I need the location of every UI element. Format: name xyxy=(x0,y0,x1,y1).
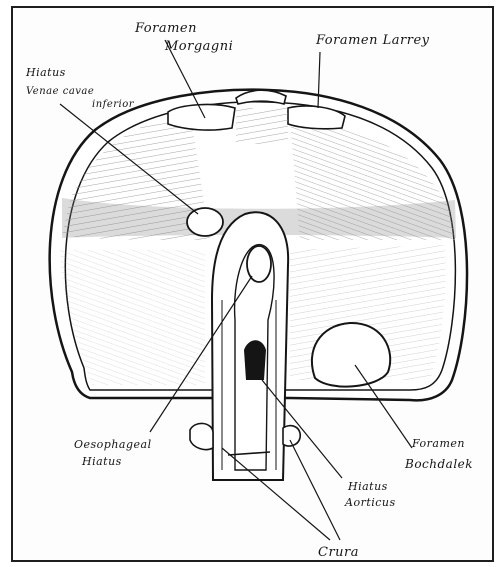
oesophageal-hiatus-opening xyxy=(247,246,271,282)
label-oesophageal-2: Hiatus xyxy=(81,455,122,468)
label-foramen-larrey: Foramen Larrey xyxy=(315,33,430,48)
label-foramen-bochdalek-2: Bochdalek xyxy=(404,457,473,471)
xiphoid-shade xyxy=(236,108,288,144)
vena-cava-opening xyxy=(187,208,223,236)
label-hiatus-venae-3: inferior xyxy=(92,99,135,110)
label-hiatus-aorticus-2: Aorticus xyxy=(344,496,396,509)
label-hiatus-venae-1: Hiatus xyxy=(25,66,66,79)
leader-crura-right xyxy=(290,440,340,540)
foramen-bochdalek-shape xyxy=(312,323,390,387)
label-foramen-morgagni-2: Morgagni xyxy=(164,39,233,54)
label-foramen-morgagni-1: Foramen xyxy=(134,21,197,36)
lumbar-band-left xyxy=(190,423,213,449)
label-hiatus-aorticus-1: Hiatus xyxy=(347,480,388,493)
label-oesophageal-1: Oesophageal xyxy=(74,438,152,451)
foramen-morgagni-shape xyxy=(168,105,235,131)
aortic-hiatus-opening xyxy=(244,340,266,380)
label-foramen-bochdalek-1: Foramen xyxy=(411,437,465,450)
label-hiatus-venae-2: Venae cavae xyxy=(26,86,94,97)
label-crura: Crura xyxy=(318,545,359,560)
